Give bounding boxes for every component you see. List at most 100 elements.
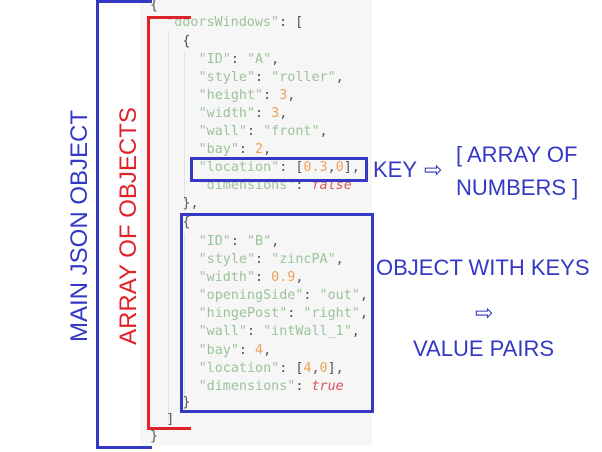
code-line: { xyxy=(150,0,158,15)
json-punctuation: : [ xyxy=(279,160,304,175)
array-bracket xyxy=(147,16,150,430)
code-line: "location": [4,0], xyxy=(199,360,344,378)
main-object-bracket-bottom xyxy=(96,446,152,449)
json-key: "wall" xyxy=(198,324,247,339)
indent-guide xyxy=(184,234,185,400)
json-key: "hingePost" xyxy=(198,306,288,321)
json-string: "zincPA" xyxy=(271,252,336,267)
json-punctuation: ], xyxy=(327,361,344,376)
json-punctuation: : xyxy=(230,234,247,249)
json-punctuation: : xyxy=(255,106,272,121)
json-code-panel: {"doorsWindows": [{"ID": "A","style": "r… xyxy=(140,0,372,446)
json-punctuation: ], xyxy=(343,160,360,175)
json-punctuation: : xyxy=(246,124,264,139)
code-line: "style": "zincPA", xyxy=(199,251,344,269)
json-punctuation: }, xyxy=(182,196,199,211)
json-punctuation: , xyxy=(359,306,368,321)
location-key-highlight xyxy=(190,157,368,182)
value-pairs-label: VALUE PAIRS xyxy=(413,336,555,361)
json-punctuation: , xyxy=(359,288,368,303)
json-punctuation: , xyxy=(319,124,328,139)
code-line: "height": 3, xyxy=(199,87,296,105)
json-key: "location" xyxy=(198,160,280,175)
json-punctuation: : xyxy=(263,88,280,103)
json-punctuation: ] xyxy=(166,412,175,427)
main-object-bracket-top xyxy=(96,0,152,3)
json-punctuation: : xyxy=(238,343,256,358)
indent-guide xyxy=(184,52,185,202)
code-line: "wall": "front", xyxy=(199,123,328,141)
json-boolean: true xyxy=(311,379,344,394)
code-line: "bay": 2, xyxy=(199,141,272,159)
json-punctuation: , xyxy=(287,88,296,103)
arrow-icon: ⇨ xyxy=(475,300,494,325)
array-bracket-bottom xyxy=(147,427,191,430)
json-punctuation: : xyxy=(303,288,320,303)
json-key: "width" xyxy=(198,270,256,285)
code-line: } xyxy=(150,428,158,446)
json-punctuation: { xyxy=(182,215,191,230)
json-string: "out" xyxy=(319,288,360,303)
code-line: ] xyxy=(166,411,174,429)
code-line: "style": "roller", xyxy=(199,69,344,87)
code-line: "ID": "B", xyxy=(199,233,280,251)
json-key: "bay" xyxy=(198,142,239,157)
main-json-object-label: MAIN JSON OBJECT xyxy=(66,109,93,343)
json-key: "openingSide" xyxy=(198,288,304,303)
json-number: 0.9 xyxy=(271,270,296,285)
json-key: "width" xyxy=(198,106,256,121)
json-punctuation: , xyxy=(351,324,360,339)
json-string: "B" xyxy=(246,234,272,249)
json-string: "front" xyxy=(263,124,320,139)
code-line: "bay": 4, xyxy=(199,342,272,360)
code-line: "width": 3, xyxy=(199,105,288,123)
code-line: "doorsWindows": [ xyxy=(166,14,303,32)
json-punctuation: , xyxy=(271,234,280,249)
code-line: }, xyxy=(182,195,198,213)
code-line: "openingSide": "out", xyxy=(199,287,368,305)
json-key: "doorsWindows" xyxy=(166,15,280,30)
json-number: 3 xyxy=(271,106,280,121)
json-key: "ID" xyxy=(198,52,231,67)
json-number: 0.3 xyxy=(303,160,328,175)
json-punctuation: , xyxy=(335,70,344,85)
json-key: "dimensions" xyxy=(198,379,296,394)
json-punctuation: : [ xyxy=(279,15,304,30)
json-punctuation: , xyxy=(263,142,272,157)
json-punctuation: : xyxy=(287,306,304,321)
array-of-numbers-label-2: NUMBERS ] xyxy=(456,175,579,200)
json-punctuation: : xyxy=(295,178,312,193)
key-label: KEY xyxy=(373,157,418,182)
json-punctuation: : xyxy=(255,252,272,267)
json-punctuation: , xyxy=(263,343,272,358)
object-highlight xyxy=(180,213,374,413)
json-key: "bay" xyxy=(198,343,239,358)
json-punctuation: , xyxy=(295,270,304,285)
json-punctuation: : xyxy=(255,70,272,85)
json-punctuation: , xyxy=(271,52,280,67)
json-punctuation: : xyxy=(238,142,256,157)
code-line: { xyxy=(182,33,190,51)
json-punctuation: , xyxy=(335,252,344,267)
json-number: 3 xyxy=(279,88,288,103)
code-line: "location": [0.3,0], xyxy=(199,159,360,177)
json-punctuation: { xyxy=(182,34,191,49)
json-punctuation: , xyxy=(327,160,336,175)
code-line: "dimensions": true xyxy=(199,378,344,396)
json-punctuation: , xyxy=(311,361,320,376)
json-punctuation: : [ xyxy=(279,361,304,376)
json-string: "A" xyxy=(246,52,272,67)
json-key: "ID" xyxy=(198,234,231,249)
json-punctuation: : xyxy=(295,379,312,394)
array-bracket-top xyxy=(147,16,191,19)
json-key: "style" xyxy=(198,70,256,85)
indent-guide xyxy=(168,32,169,422)
json-number: 0 xyxy=(335,160,344,175)
json-key: "location" xyxy=(198,361,280,376)
array-of-objects-label: ARRAY OF OBJECTS xyxy=(115,107,142,345)
json-string: "intWall_1" xyxy=(263,324,352,339)
json-punctuation: : xyxy=(246,324,264,339)
json-number: 0 xyxy=(319,361,328,376)
array-of-numbers-label: [ ARRAY OF xyxy=(456,142,578,167)
json-punctuation: } xyxy=(182,395,191,410)
